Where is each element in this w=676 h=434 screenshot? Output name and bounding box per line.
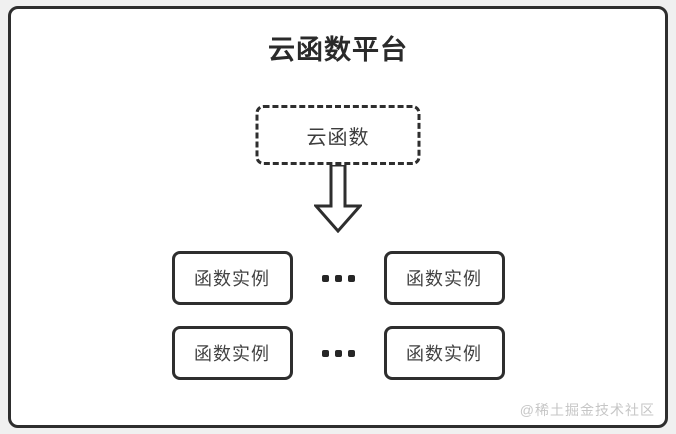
function-instance-label: 函数实例 [406,344,482,364]
diagram-title: 云函数平台 [268,35,408,65]
ellipsis-icon [321,349,355,357]
function-instance-node: 函数实例 [383,251,505,305]
down-arrow-icon [314,165,362,233]
ellipsis-icon [321,274,355,282]
function-instance-label: 函数实例 [194,269,270,289]
watermark-text: @稀土掘金技术社区 [519,402,655,418]
function-instance-node: 函数实例 [171,251,293,305]
function-instance-node: 函数实例 [171,326,293,380]
instance-row-1: 函数实例 函数实例 [11,251,665,305]
function-instance-label: 函数实例 [194,344,270,364]
function-instance-label: 函数实例 [406,269,482,289]
cloud-function-node: 云函数 [255,105,421,165]
function-instance-node: 函数实例 [383,326,505,380]
cloud-platform-container: 云函数平台 云函数 函数实例 函数实例 函数实例 函数实例 @稀土掘金技术社区 [8,6,668,428]
instance-row-2: 函数实例 函数实例 [11,326,665,380]
cloud-function-label: 云函数 [306,126,370,149]
